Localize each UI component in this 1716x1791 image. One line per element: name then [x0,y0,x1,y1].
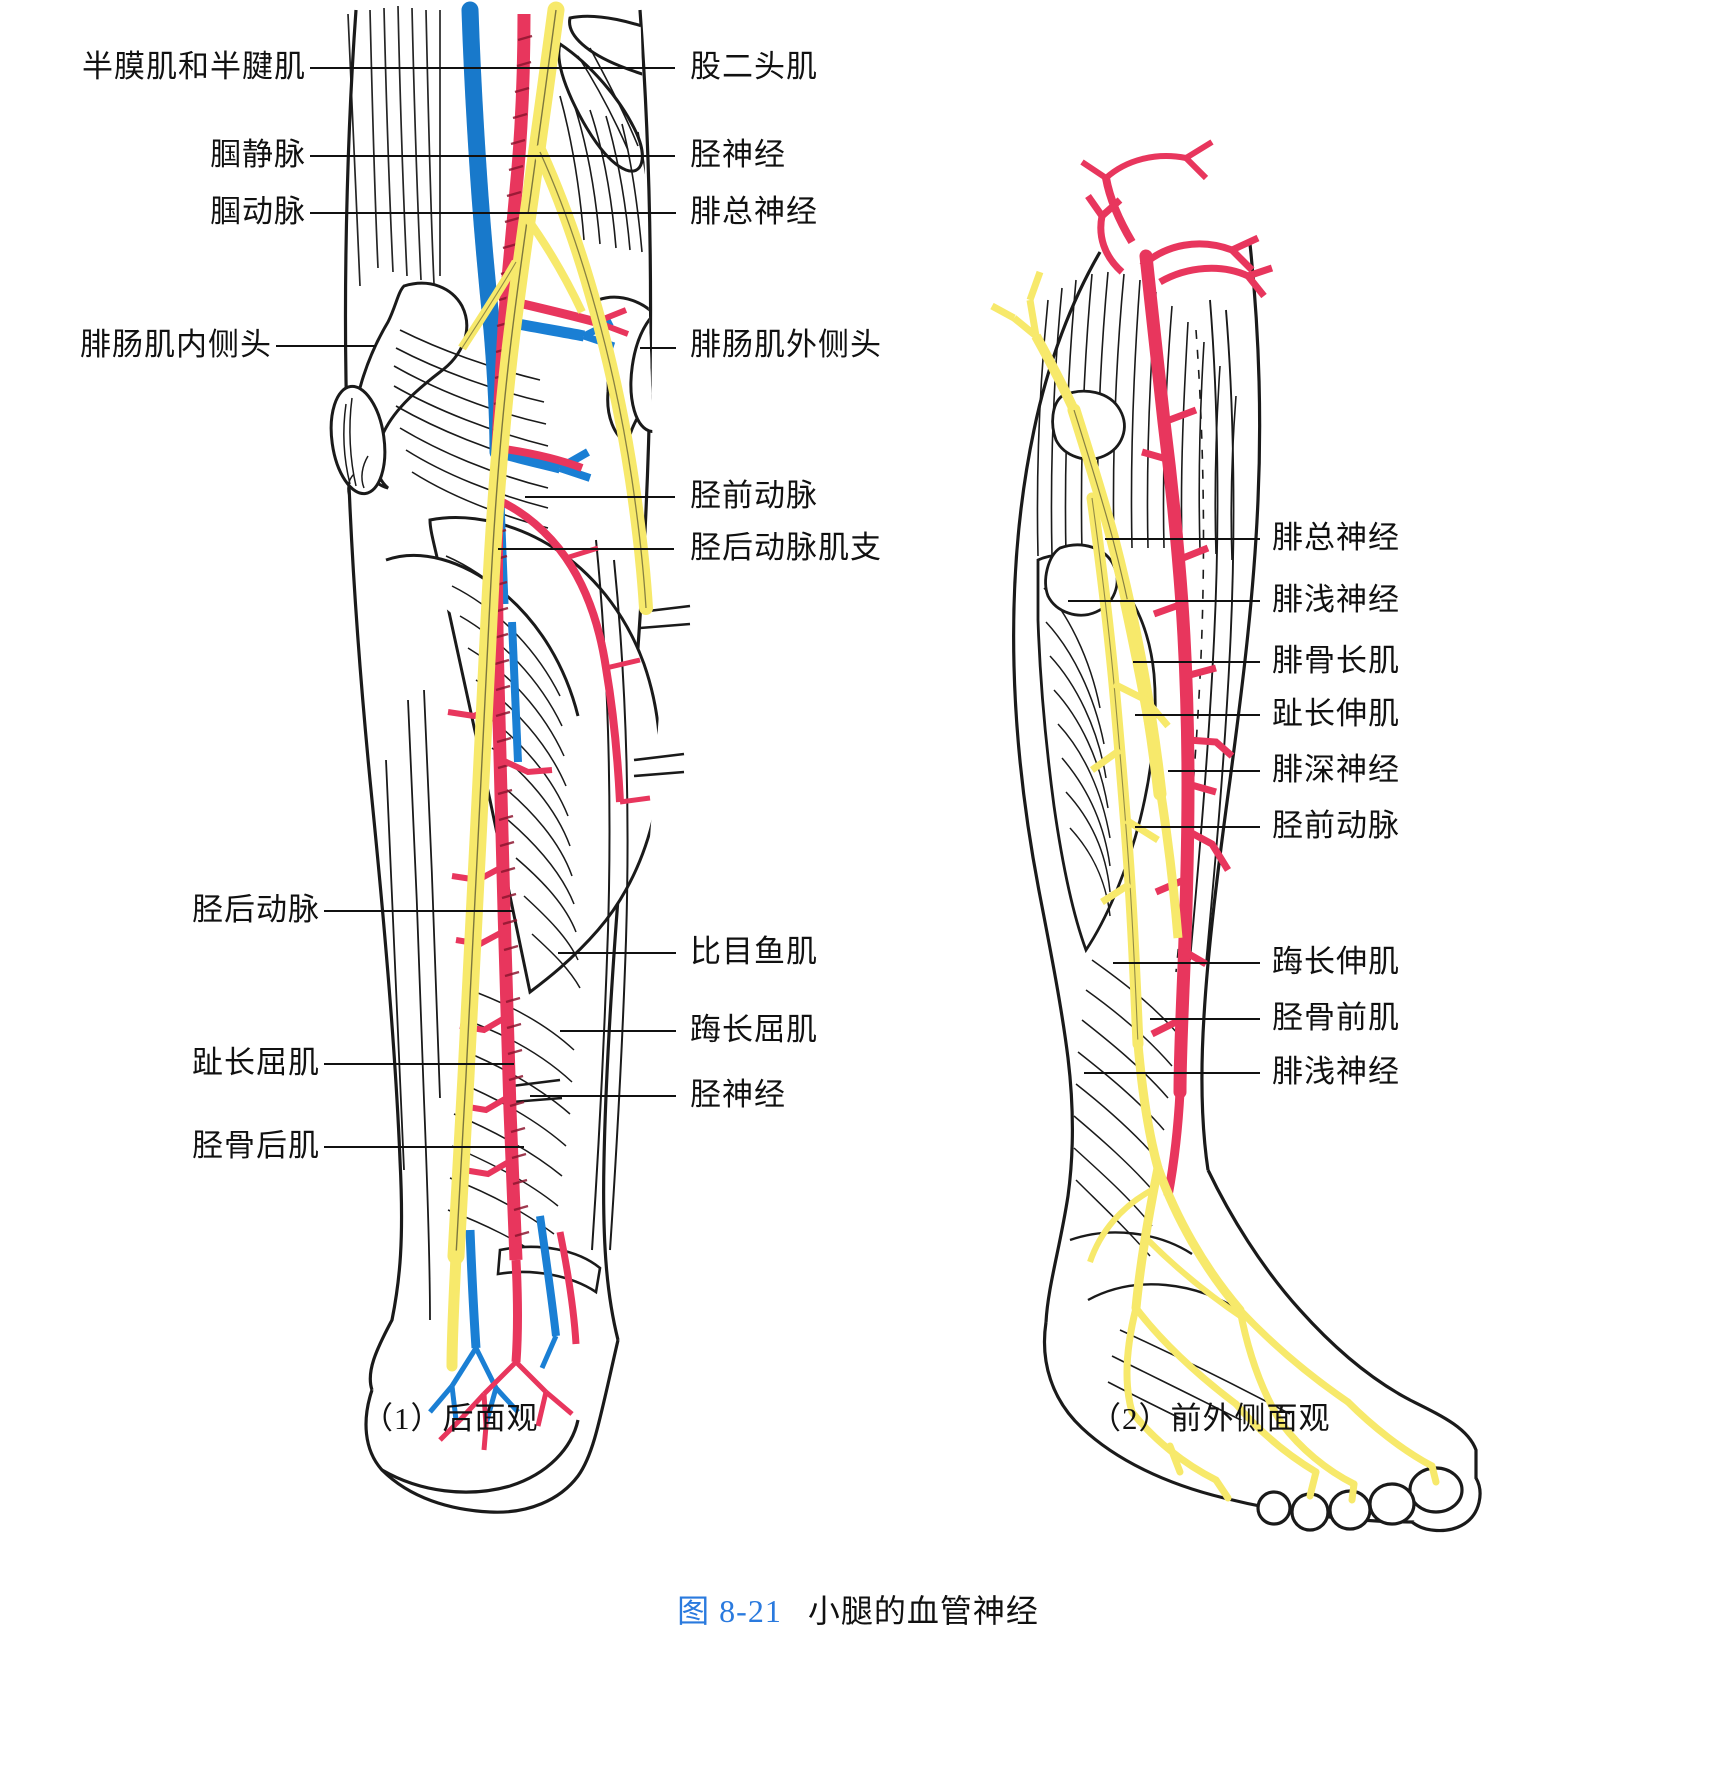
label-anterior-tibial-artery-p2[interactable]: 胫前动脉 [1272,808,1400,843]
label-soleus[interactable]: 比目鱼肌 [690,934,818,969]
label-flexor-hallucis-longus[interactable]: 踇长屈肌 [690,1012,818,1047]
label-tibial-nerve-upper[interactable]: 胫神经 [690,137,786,172]
figure-number: 图 8-21 [677,1593,782,1629]
label-semimembranosus-semitendinosus[interactable]: 半膜肌和半腱肌 [82,49,306,84]
nerve-bundle [446,1,653,1372]
label-superficial-fibular-nerve-upper[interactable]: 腓浅神经 [1272,582,1400,617]
label-posterior-tibial-artery-muscular-branch[interactable]: 胫后动脉肌支 [690,530,882,565]
label-deep-fibular-nerve[interactable]: 腓深神经 [1272,752,1400,787]
label-common-fibular-nerve-p2[interactable]: 腓总神经 [1272,520,1400,555]
label-tibialis-posterior[interactable]: 胫骨后肌 [192,1128,320,1163]
figure-caption: 图 8-21 小腿的血管神经 [0,1586,1716,1632]
panel-posterior-view [329,1,691,1514]
label-biceps-femoris[interactable]: 股二头肌 [690,49,818,84]
label-common-fibular-nerve-p1[interactable]: 腓总神经 [690,194,818,229]
label-popliteal-vein[interactable]: 腘静脉 [210,137,306,172]
label-tibial-nerve-lower[interactable]: 胫神经 [690,1077,786,1112]
label-extensor-digitorum-longus[interactable]: 趾长伸肌 [1272,696,1400,731]
figure-title: 小腿的血管神经 [807,1593,1039,1629]
label-extensor-hallucis-longus[interactable]: 踇长伸肌 [1272,944,1400,979]
label-fibularis-longus[interactable]: 腓骨长肌 [1272,643,1400,678]
label-anterior-tibial-artery-p1[interactable]: 胫前动脉 [690,478,818,513]
label-tibialis-anterior[interactable]: 胫骨前肌 [1272,1000,1400,1035]
label-superficial-fibular-nerve-lower[interactable]: 腓浅神经 [1272,1054,1400,1089]
label-posterior-tibial-artery[interactable]: 胫后动脉 [192,892,320,927]
panel-caption-posterior: （1）后面观 [362,1401,539,1436]
label-popliteal-artery[interactable]: 腘动脉 [210,194,306,229]
panel-anterolateral-view [990,139,1482,1533]
panel-caption-anterolateral: （2）前外侧面观 [1090,1401,1331,1436]
artery-vessel [1080,139,1274,1197]
nerve-bundle [990,270,1440,1504]
label-flexor-digitorum-longus[interactable]: 趾长屈肌 [192,1045,320,1080]
label-medial-head-gastrocnemius[interactable]: 腓肠肌内侧头 [80,327,272,362]
label-lateral-head-gastrocnemius[interactable]: 腓肠肌外侧头 [690,327,882,362]
